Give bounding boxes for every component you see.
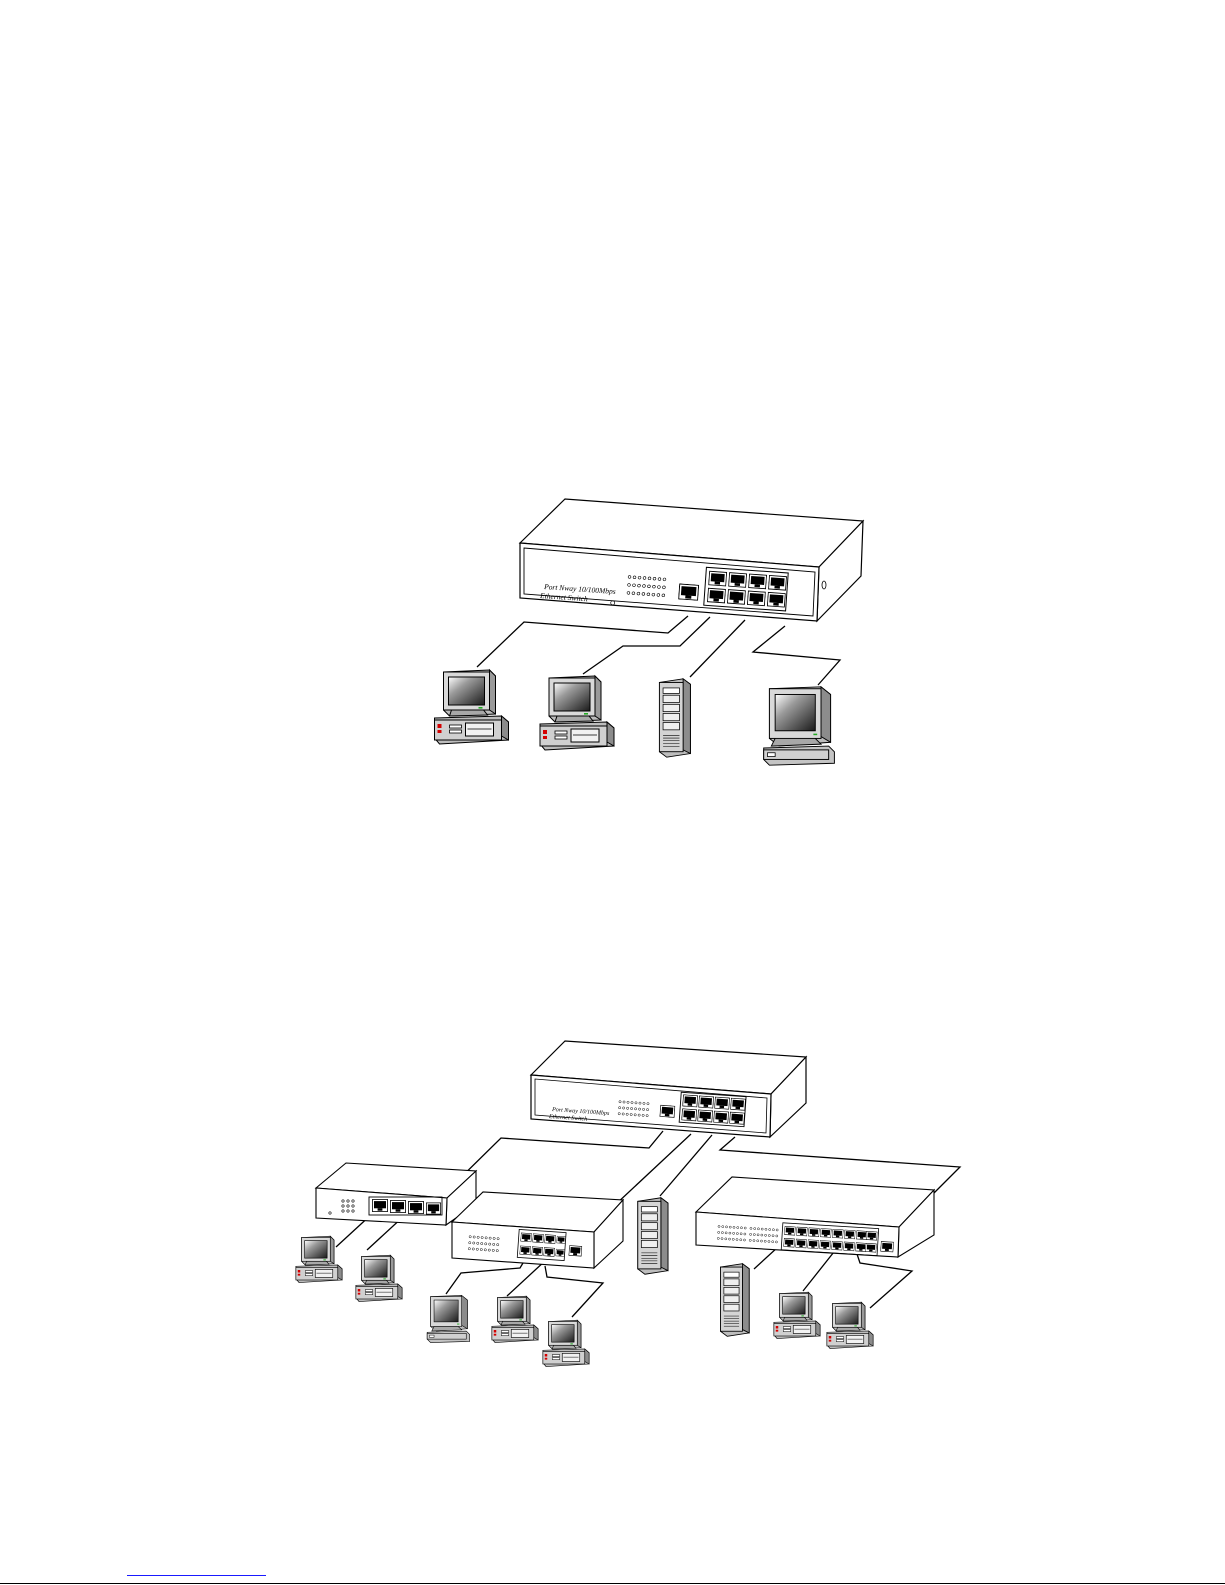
desktop-pc-icon bbox=[774, 1292, 820, 1338]
main-switch-icon: Port Nway 10/100Mbps Ethernet Switch bbox=[520, 499, 863, 621]
tower-server-icon bbox=[720, 1264, 749, 1337]
workstation-icon bbox=[764, 687, 835, 765]
desktop-pc-icon bbox=[296, 1236, 342, 1282]
desktop-pc-icon bbox=[492, 1296, 538, 1342]
workstation-icon bbox=[427, 1295, 470, 1342]
16-port-switch-icon bbox=[696, 1177, 934, 1257]
desktop-pc-icon bbox=[435, 670, 509, 744]
desktop-pc-icon bbox=[540, 676, 614, 750]
uplink-port-icon bbox=[679, 584, 699, 600]
desktop-pc-icon bbox=[827, 1302, 873, 1348]
footnote-rule bbox=[127, 1575, 266, 1576]
desktop-pc-icon bbox=[356, 1255, 402, 1301]
tower-server-icon bbox=[659, 679, 690, 757]
cable-lines bbox=[477, 616, 840, 685]
tower-server-icon bbox=[638, 1198, 668, 1274]
desktop-pc-icon bbox=[543, 1320, 589, 1366]
4-port-switch-icon bbox=[316, 1163, 476, 1225]
cascaded-switch-diagram: Port Nway 10/100Mbps Ethernet Switch bbox=[296, 1041, 960, 1367]
main-switch-icon: Port Nway 10/100Mbps Ethernet Switch bbox=[531, 1041, 806, 1137]
8-port-switch-icon bbox=[452, 1192, 623, 1268]
single-switch-diagram: Port Nway 10/100Mbps Ethernet Switch bbox=[435, 499, 864, 765]
page-bottom-rule bbox=[0, 1583, 1225, 1584]
